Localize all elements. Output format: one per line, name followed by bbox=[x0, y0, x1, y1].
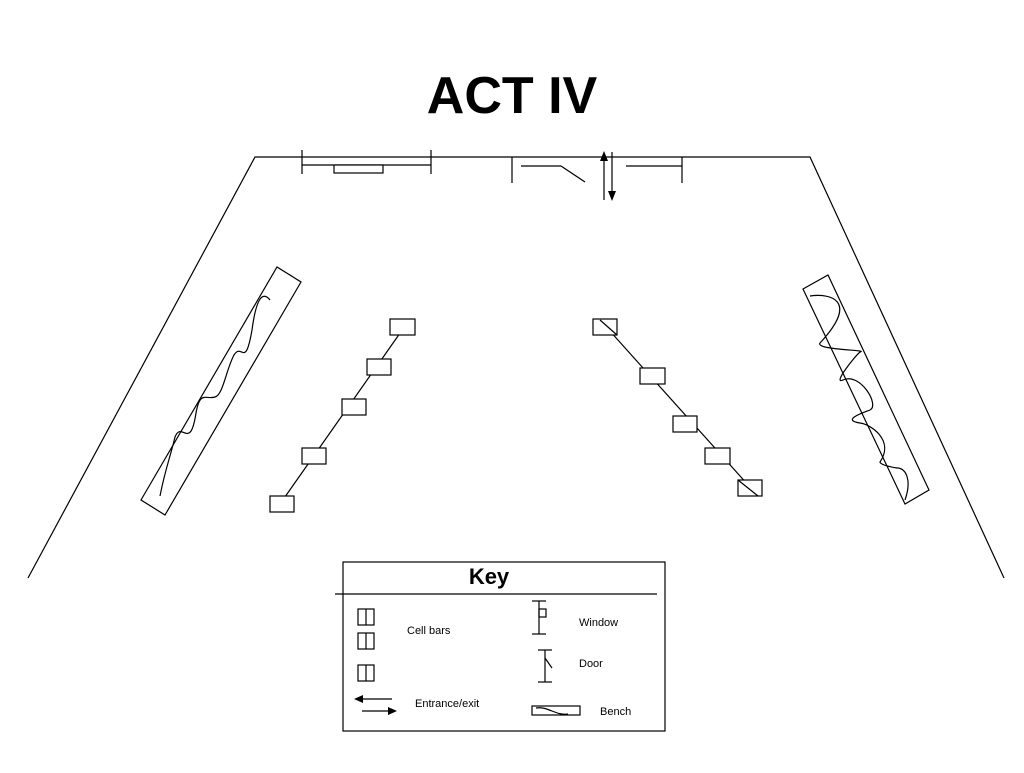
back-wall-window bbox=[301, 150, 432, 174]
key-heading: Key bbox=[469, 564, 510, 589]
key-legend: Key Cell bars Window bbox=[335, 561, 666, 732]
key-entrance-exit-icon bbox=[354, 695, 397, 715]
key-window-icon bbox=[532, 600, 547, 635]
right-bench bbox=[802, 274, 930, 505]
left-cell-bars bbox=[269, 318, 416, 513]
back-wall-door bbox=[511, 157, 586, 183]
key-bench-icon bbox=[531, 705, 581, 716]
right-cell-bars bbox=[592, 318, 763, 497]
key-door-icon bbox=[538, 649, 553, 683]
key-entrance-exit-label: Entrance/exit bbox=[415, 698, 479, 710]
key-bench-label: Bench bbox=[600, 706, 631, 718]
entrance-exit-arrows bbox=[600, 151, 616, 201]
key-door-label: Door bbox=[579, 658, 603, 670]
left-bench bbox=[140, 266, 302, 516]
page-title: ACT IV bbox=[426, 67, 598, 125]
key-cell-bars-label: Cell bars bbox=[407, 625, 451, 637]
stage-outline bbox=[27, 156, 1005, 579]
back-wall-segment bbox=[626, 157, 683, 183]
key-cell-bars-icon bbox=[357, 608, 375, 682]
key-window-label: Window bbox=[579, 617, 618, 629]
